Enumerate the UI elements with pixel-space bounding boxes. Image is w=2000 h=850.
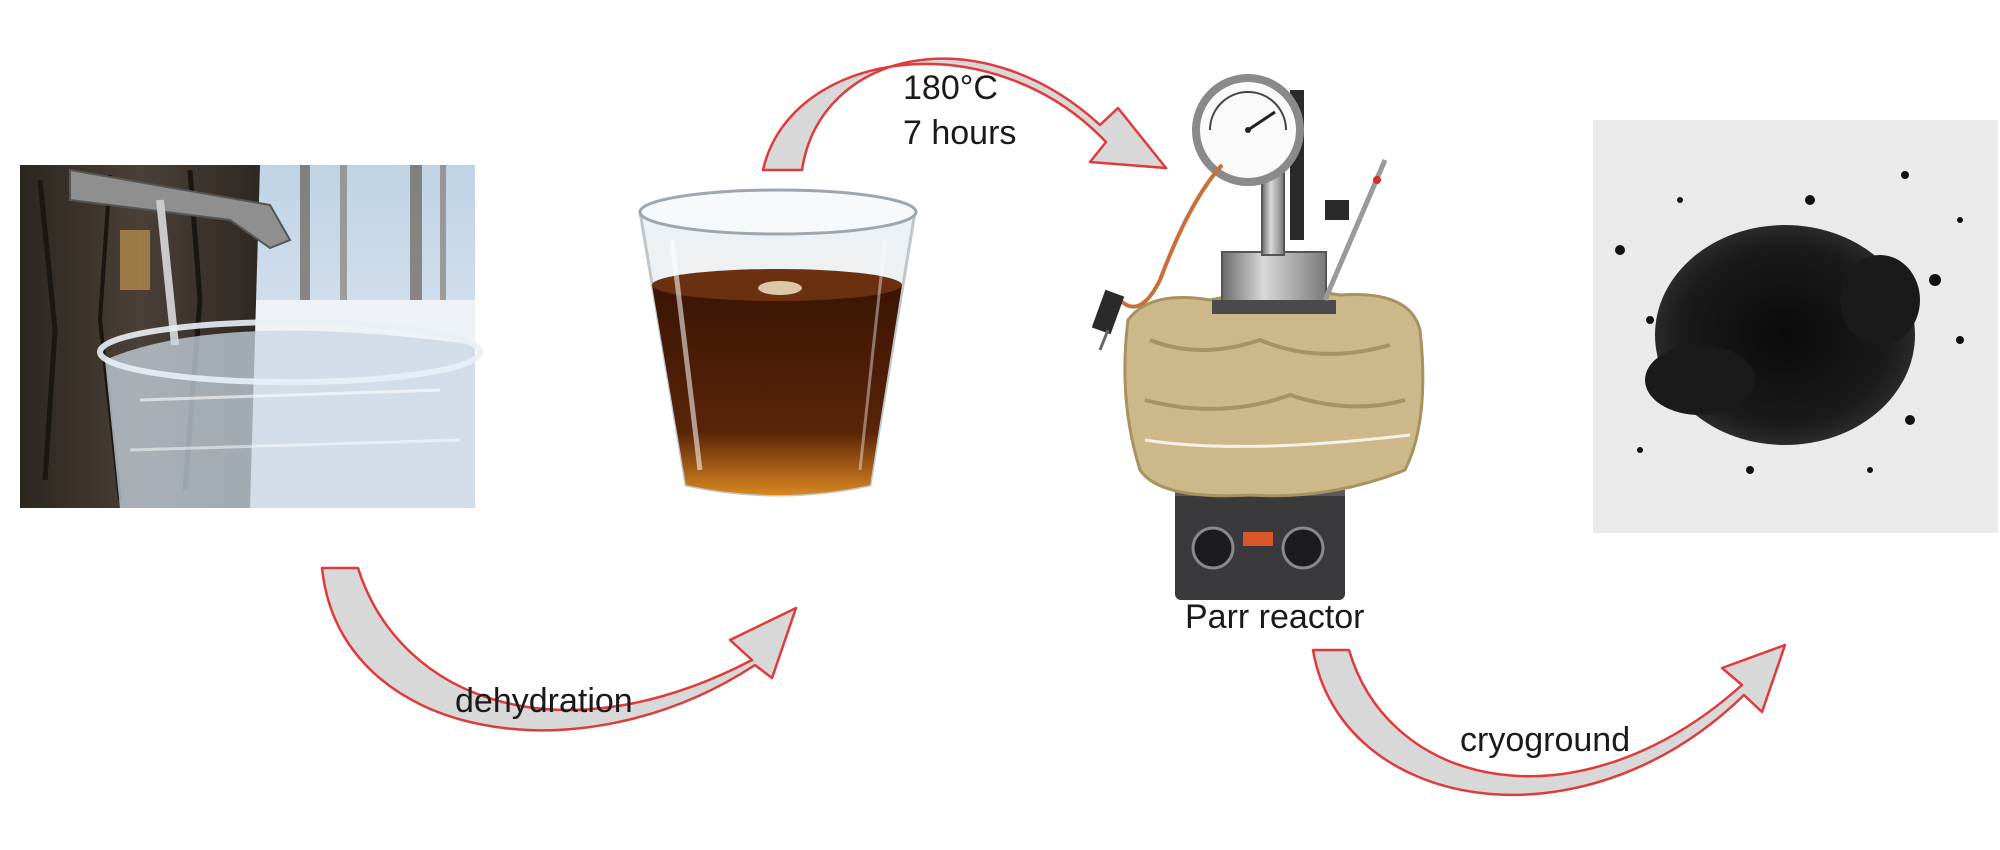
parr-reactor-photo: [1091, 74, 1425, 600]
arrow-dehydration: [320, 566, 798, 732]
reactor-label: Parr reactor: [1185, 598, 1365, 636]
dehydration-label: dehydration: [455, 682, 633, 720]
syrup-glass-photo: [638, 188, 918, 497]
arrow-cryoground: [1311, 643, 1787, 797]
maple-sap-photo: [20, 165, 483, 508]
duration-label: 7 hours: [903, 114, 1016, 152]
temperature-label: 180°C: [903, 69, 998, 107]
cryoground-label: cryoground: [1460, 721, 1630, 759]
arrow-heating: [761, 57, 1168, 172]
black-powder-photo: [1593, 120, 1998, 533]
